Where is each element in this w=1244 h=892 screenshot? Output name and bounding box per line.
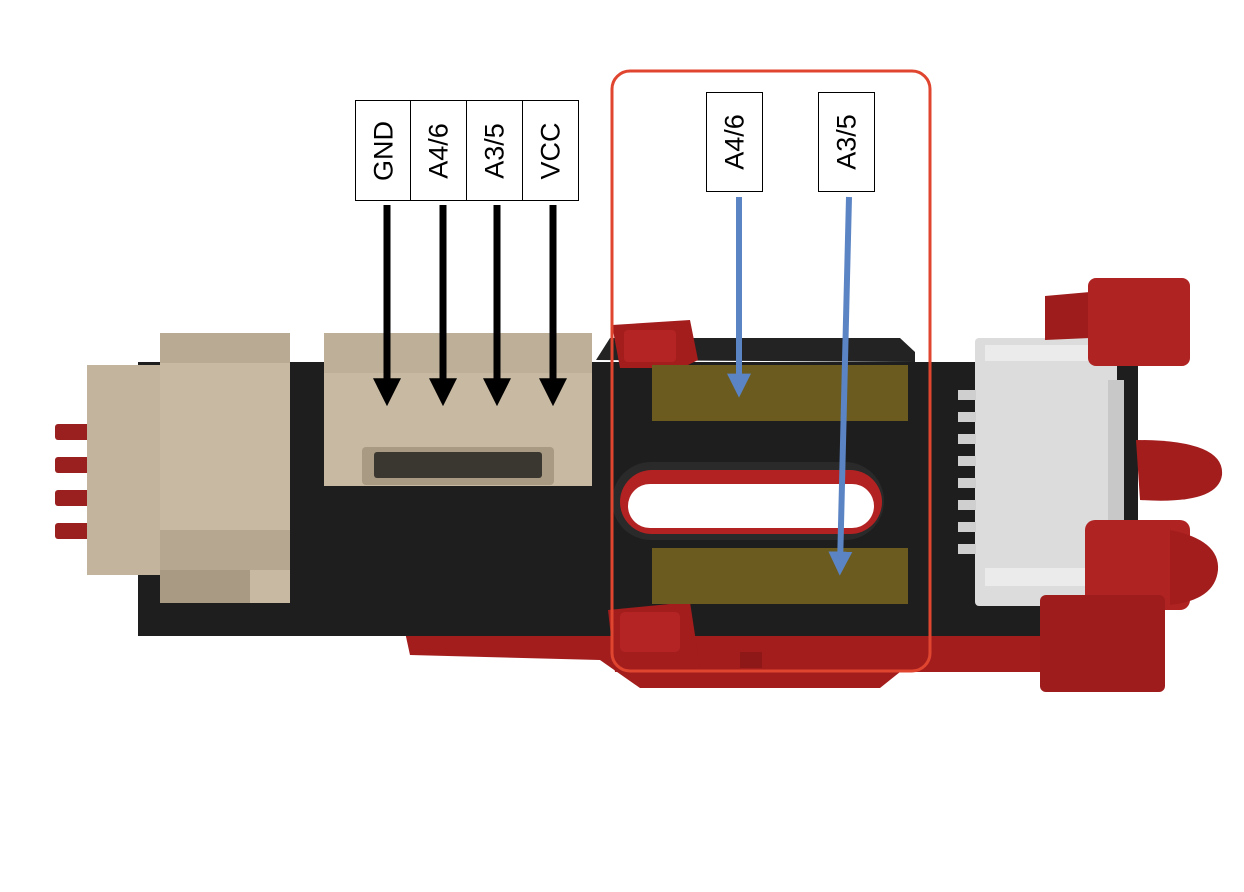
pin-header-housing	[324, 333, 592, 486]
oval-slot	[612, 462, 884, 540]
pin-arrows	[373, 205, 567, 407]
pin-label-gnd: GND	[355, 100, 412, 201]
pad-arrow-a3-5	[828, 196, 853, 576]
red-clip-top-left	[612, 320, 698, 368]
pin-label-a3-5-text: A3/5	[479, 122, 510, 179]
pin-label-a4-6-text: A4/6	[423, 122, 454, 179]
red-clip-bottom-left	[608, 602, 700, 672]
left-connector-housing	[87, 333, 290, 603]
wire-pins	[55, 424, 95, 539]
pin-label-a4-6: A4/6	[410, 100, 468, 201]
gold-pad-bottom	[652, 548, 908, 604]
pin-label-gnd-text: GND	[368, 120, 398, 181]
pin-label-vcc: VCC	[522, 100, 579, 201]
pad-arrows	[727, 196, 853, 576]
pad-label-a3-5: A3/5	[818, 92, 875, 192]
pin-label-vcc-text: VCC	[535, 121, 565, 180]
red-base-frame	[405, 632, 1040, 688]
pad-label-a4-6-text: A4/6	[719, 114, 749, 170]
right-port-housing	[958, 338, 1124, 606]
pin-label-a3-5: A3/5	[466, 100, 524, 201]
pad-label-a4-6: A4/6	[706, 92, 763, 192]
pad-label-a3-5-text: A3/5	[831, 114, 861, 170]
gold-pad-top	[652, 365, 908, 421]
red-clips-right	[1040, 278, 1223, 692]
highlight-region-outline	[610, 69, 932, 673]
